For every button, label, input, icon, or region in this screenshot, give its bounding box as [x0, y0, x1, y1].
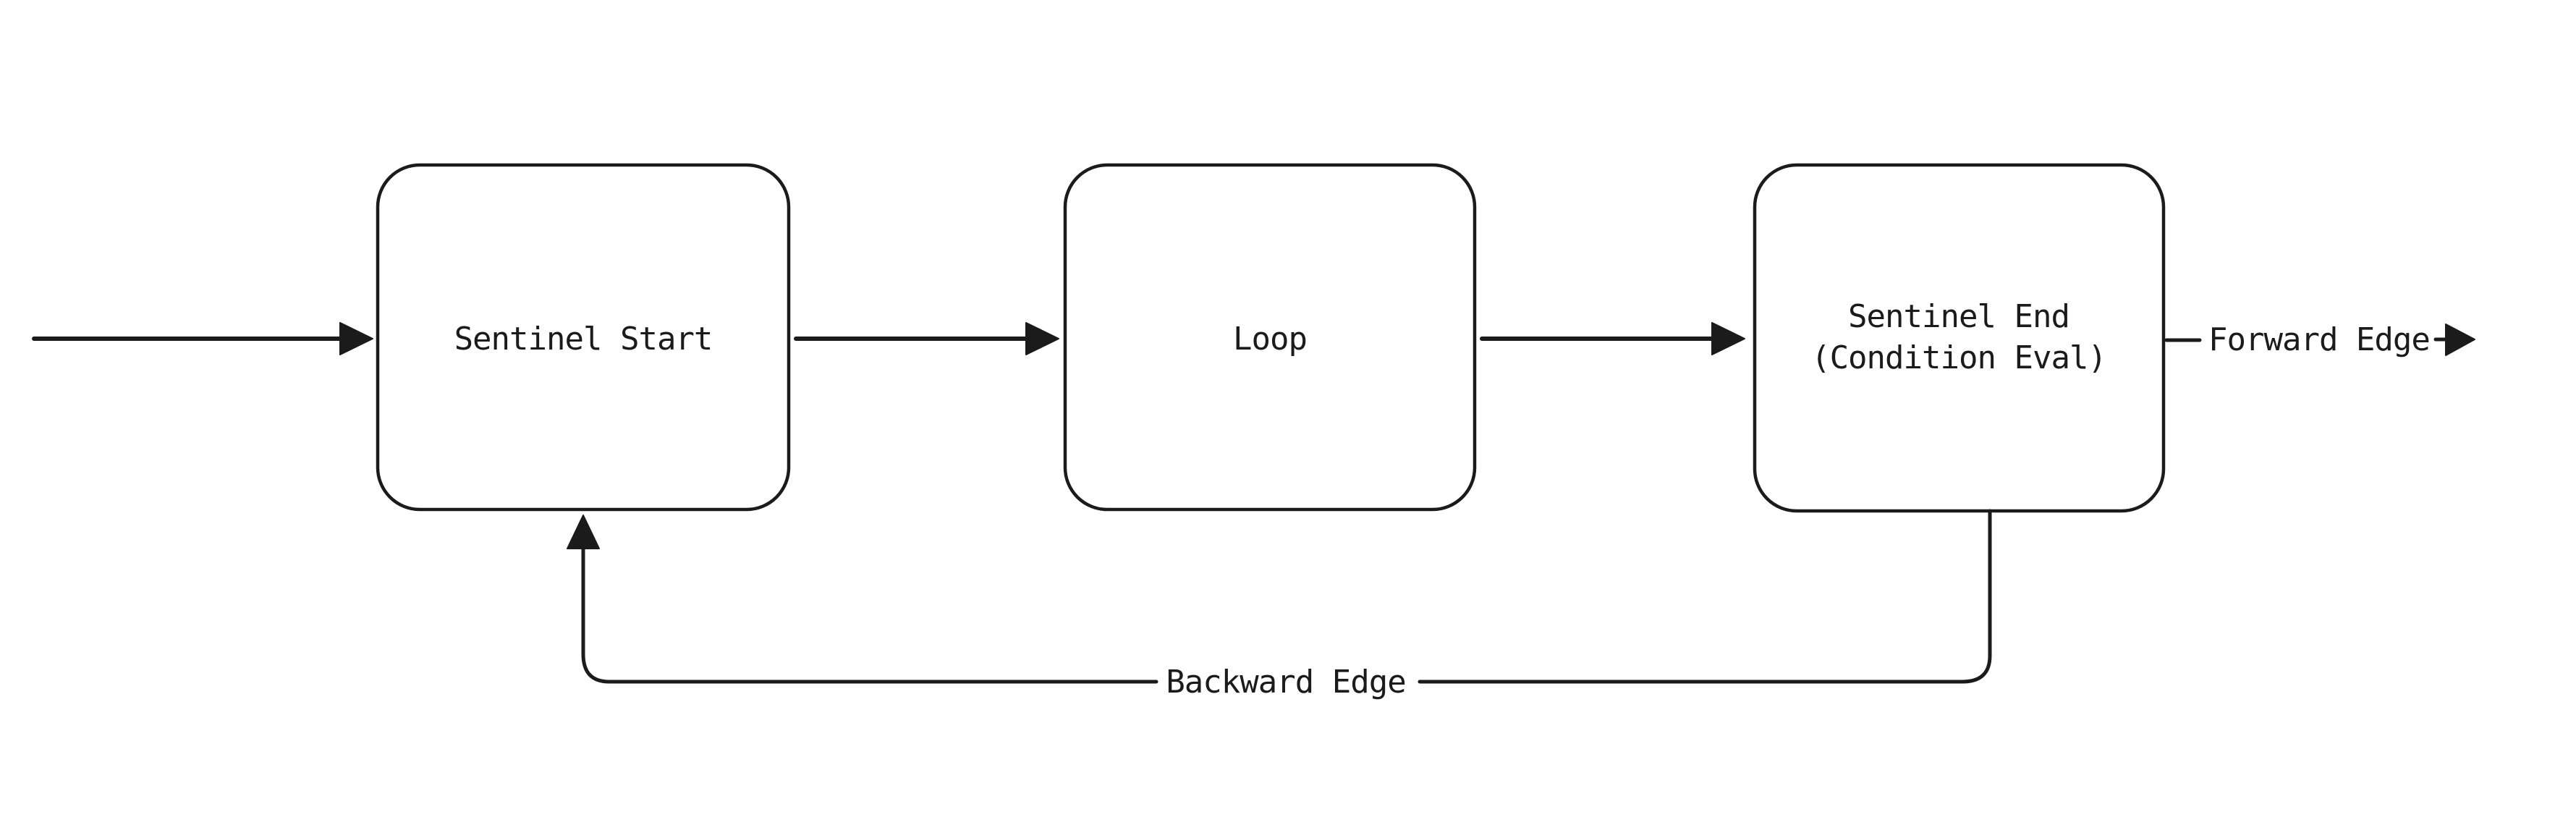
node-sentinel-end-shape	[1753, 163, 2166, 513]
node-loop-shape	[1063, 163, 1477, 512]
edge-start-to-loop-arrow[interactable]	[794, 322, 1059, 355]
edge-forward[interactable]: Forward Edge	[2164, 321, 2475, 358]
edge-entry-arrow[interactable]	[32, 322, 373, 355]
edge-loop-to-end-arrow[interactable]	[1480, 322, 1745, 355]
edge-backward-label: Backward Edge	[1166, 664, 1405, 701]
edge-loop-to-end-arrowhead-icon	[1711, 322, 1745, 355]
node-sentinel-end-label-line2: (Condition Eval)	[1811, 339, 2106, 376]
edge-backward-arrowhead-icon	[567, 515, 600, 549]
node-sentinel-start-label: Sentinel Start	[454, 321, 713, 358]
node-sentinel-end-label-line1: Sentinel End	[1848, 298, 2069, 335]
edge-forward-arrowhead-icon	[2445, 323, 2475, 356]
node-loop-label: Loop	[1233, 321, 1307, 358]
edge-backward-line-left	[581, 546, 1158, 684]
edge-forward-label: Forward Edge	[2208, 321, 2430, 358]
edge-backward[interactable]: Backward Edge	[567, 509, 1992, 701]
node-sentinel-start-shape	[376, 163, 791, 512]
edge-entry-arrowhead-icon	[339, 322, 373, 355]
node-loop[interactable]: Loop	[1063, 163, 1477, 512]
edge-backward-line-right	[1418, 509, 1992, 684]
node-sentinel-start[interactable]: Sentinel Start	[376, 163, 791, 512]
edge-start-to-loop-arrowhead-icon	[1025, 322, 1059, 355]
node-sentinel-end[interactable]: Sentinel End (Condition Eval)	[1753, 163, 2166, 513]
